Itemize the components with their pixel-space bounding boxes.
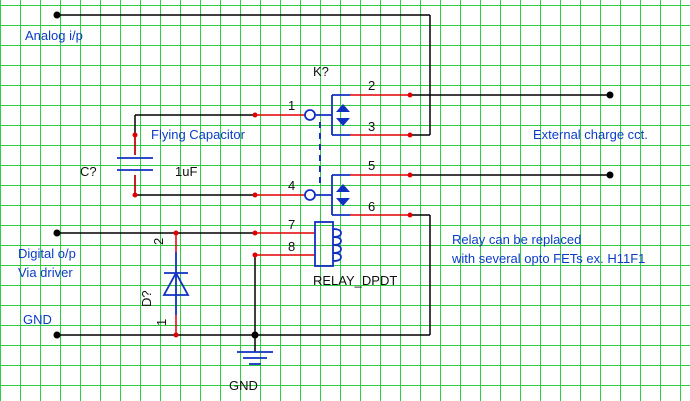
junction-dots — [53, 11, 614, 339]
relay-pin-8-number: 8 — [288, 239, 295, 254]
diode-reference: D? — [139, 290, 154, 307]
relay-coil-symbol — [314, 221, 342, 267]
gnd-symbol-label: GND — [229, 378, 258, 393]
diode-pin-2-number: 2 — [151, 238, 166, 245]
digital-output-label: Digital o/p — [18, 246, 76, 261]
relay-pin-1-number: 1 — [288, 98, 295, 113]
relay-pin-7-number: 7 — [288, 217, 295, 232]
diode-pin-1-number: 1 — [154, 319, 169, 326]
analog-input-label: Analog i/p — [25, 28, 83, 43]
relay-pin-5-number: 5 — [368, 158, 375, 173]
capacitor-symbol — [117, 157, 153, 171]
capacitor-value: 1uF — [175, 164, 197, 179]
relay-switch-symbol — [304, 94, 350, 216]
relay-pin-4-number: 4 — [288, 178, 295, 193]
pin-stubs — [134, 94, 410, 335]
note-line-1: Relay can be replaced — [452, 232, 581, 247]
capacitor-reference: C? — [80, 164, 97, 179]
via-driver-label: Via driver — [18, 265, 73, 280]
diode-symbol — [162, 252, 190, 315]
note-line-2: with several opto FETs ex. H11F1 — [451, 251, 645, 266]
gnd-label-left: GND — [23, 312, 52, 327]
wires — [57, 14, 610, 352]
relay-reference: K? — [313, 64, 329, 79]
external-charge-label: External charge cct. — [533, 127, 648, 142]
flying-capacitor-label: Flying Capacitor — [151, 127, 246, 142]
pin-pads — [132, 92, 413, 338]
relay-part-label: RELAY_DPDT — [313, 273, 397, 288]
relay-pin-2-number: 2 — [368, 78, 375, 93]
relay-pin-3-number: 3 — [368, 119, 375, 134]
relay-pin-6-number: 6 — [368, 199, 375, 214]
ground-symbol — [237, 351, 273, 365]
